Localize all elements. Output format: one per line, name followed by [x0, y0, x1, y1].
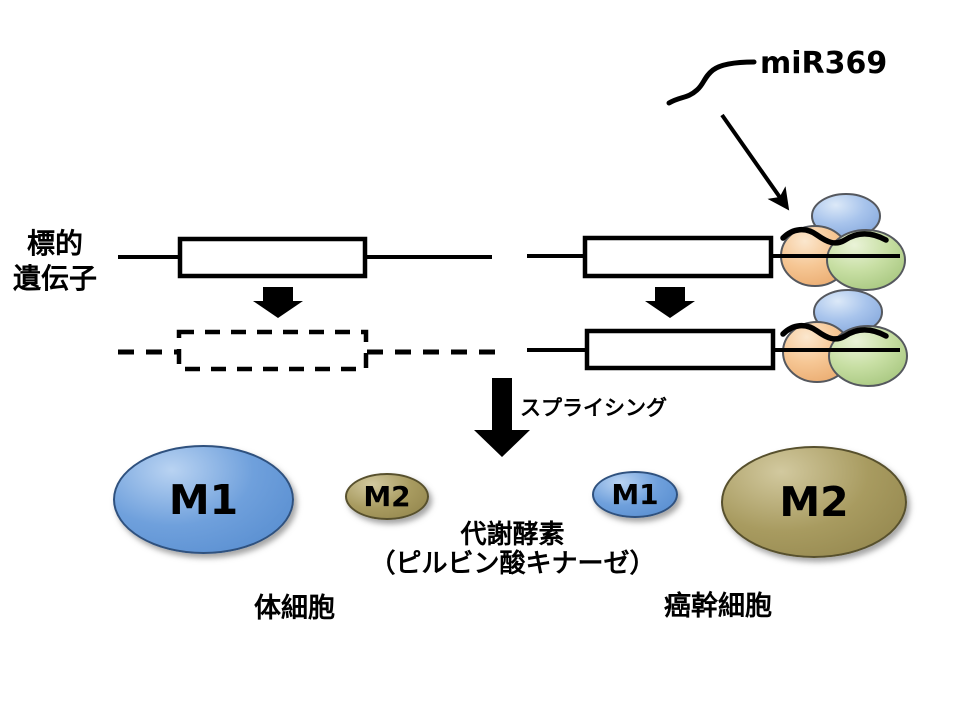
down-arrow-right-icon — [645, 287, 695, 318]
exon-box-top-right — [582, 235, 774, 279]
target-gene-label-line1: 標的 — [26, 227, 83, 260]
splicing-label: スプライシング — [520, 396, 667, 420]
target-gene-label: 標的 遺伝子 — [4, 226, 106, 296]
down-arrow-left-icon — [253, 287, 303, 318]
degraded-exon-box-dashed — [176, 329, 369, 372]
m1-isoform-label: M1 — [611, 478, 659, 511]
enzyme-label-line1: 代謝酵素 — [460, 520, 565, 550]
mirna-targeting-arrow — [720, 113, 790, 211]
target-gene-label-line2: 遺伝子 — [12, 262, 97, 295]
m1-isoform-small-oval: M1 — [592, 471, 678, 518]
m2-isoform-large-oval: M2 — [721, 446, 907, 558]
enzyme-label-line2: （ピルビン酸キナーゼ） — [369, 549, 656, 579]
cancer-stem-cell-label: 癌幹細胞 — [664, 591, 772, 622]
m2-isoform-label: M2 — [779, 478, 849, 526]
mirna-bound-squiggle-bottom-icon — [780, 323, 889, 342]
complex-green-subunit — [826, 229, 906, 291]
mirna-bound-squiggle-top-icon — [780, 227, 889, 246]
enzyme-label: 代謝酵素 （ピルビン酸キナーゼ） — [330, 521, 695, 579]
complex-green-subunit — [828, 325, 908, 387]
m2-isoform-small-oval: M2 — [345, 473, 429, 520]
mirna-label: miR369 — [760, 46, 888, 81]
splicing-arrow-icon — [474, 378, 530, 457]
exon-box-top-left — [177, 236, 368, 279]
m2-isoform-label: M2 — [363, 480, 411, 513]
m1-isoform-large-oval: M1 — [113, 445, 294, 554]
exon-box-bottom-right — [584, 328, 776, 371]
somatic-cell-label: 体細胞 — [254, 593, 335, 624]
mirna-squiggle-icon — [666, 59, 757, 106]
m1-isoform-label: M1 — [168, 475, 239, 524]
